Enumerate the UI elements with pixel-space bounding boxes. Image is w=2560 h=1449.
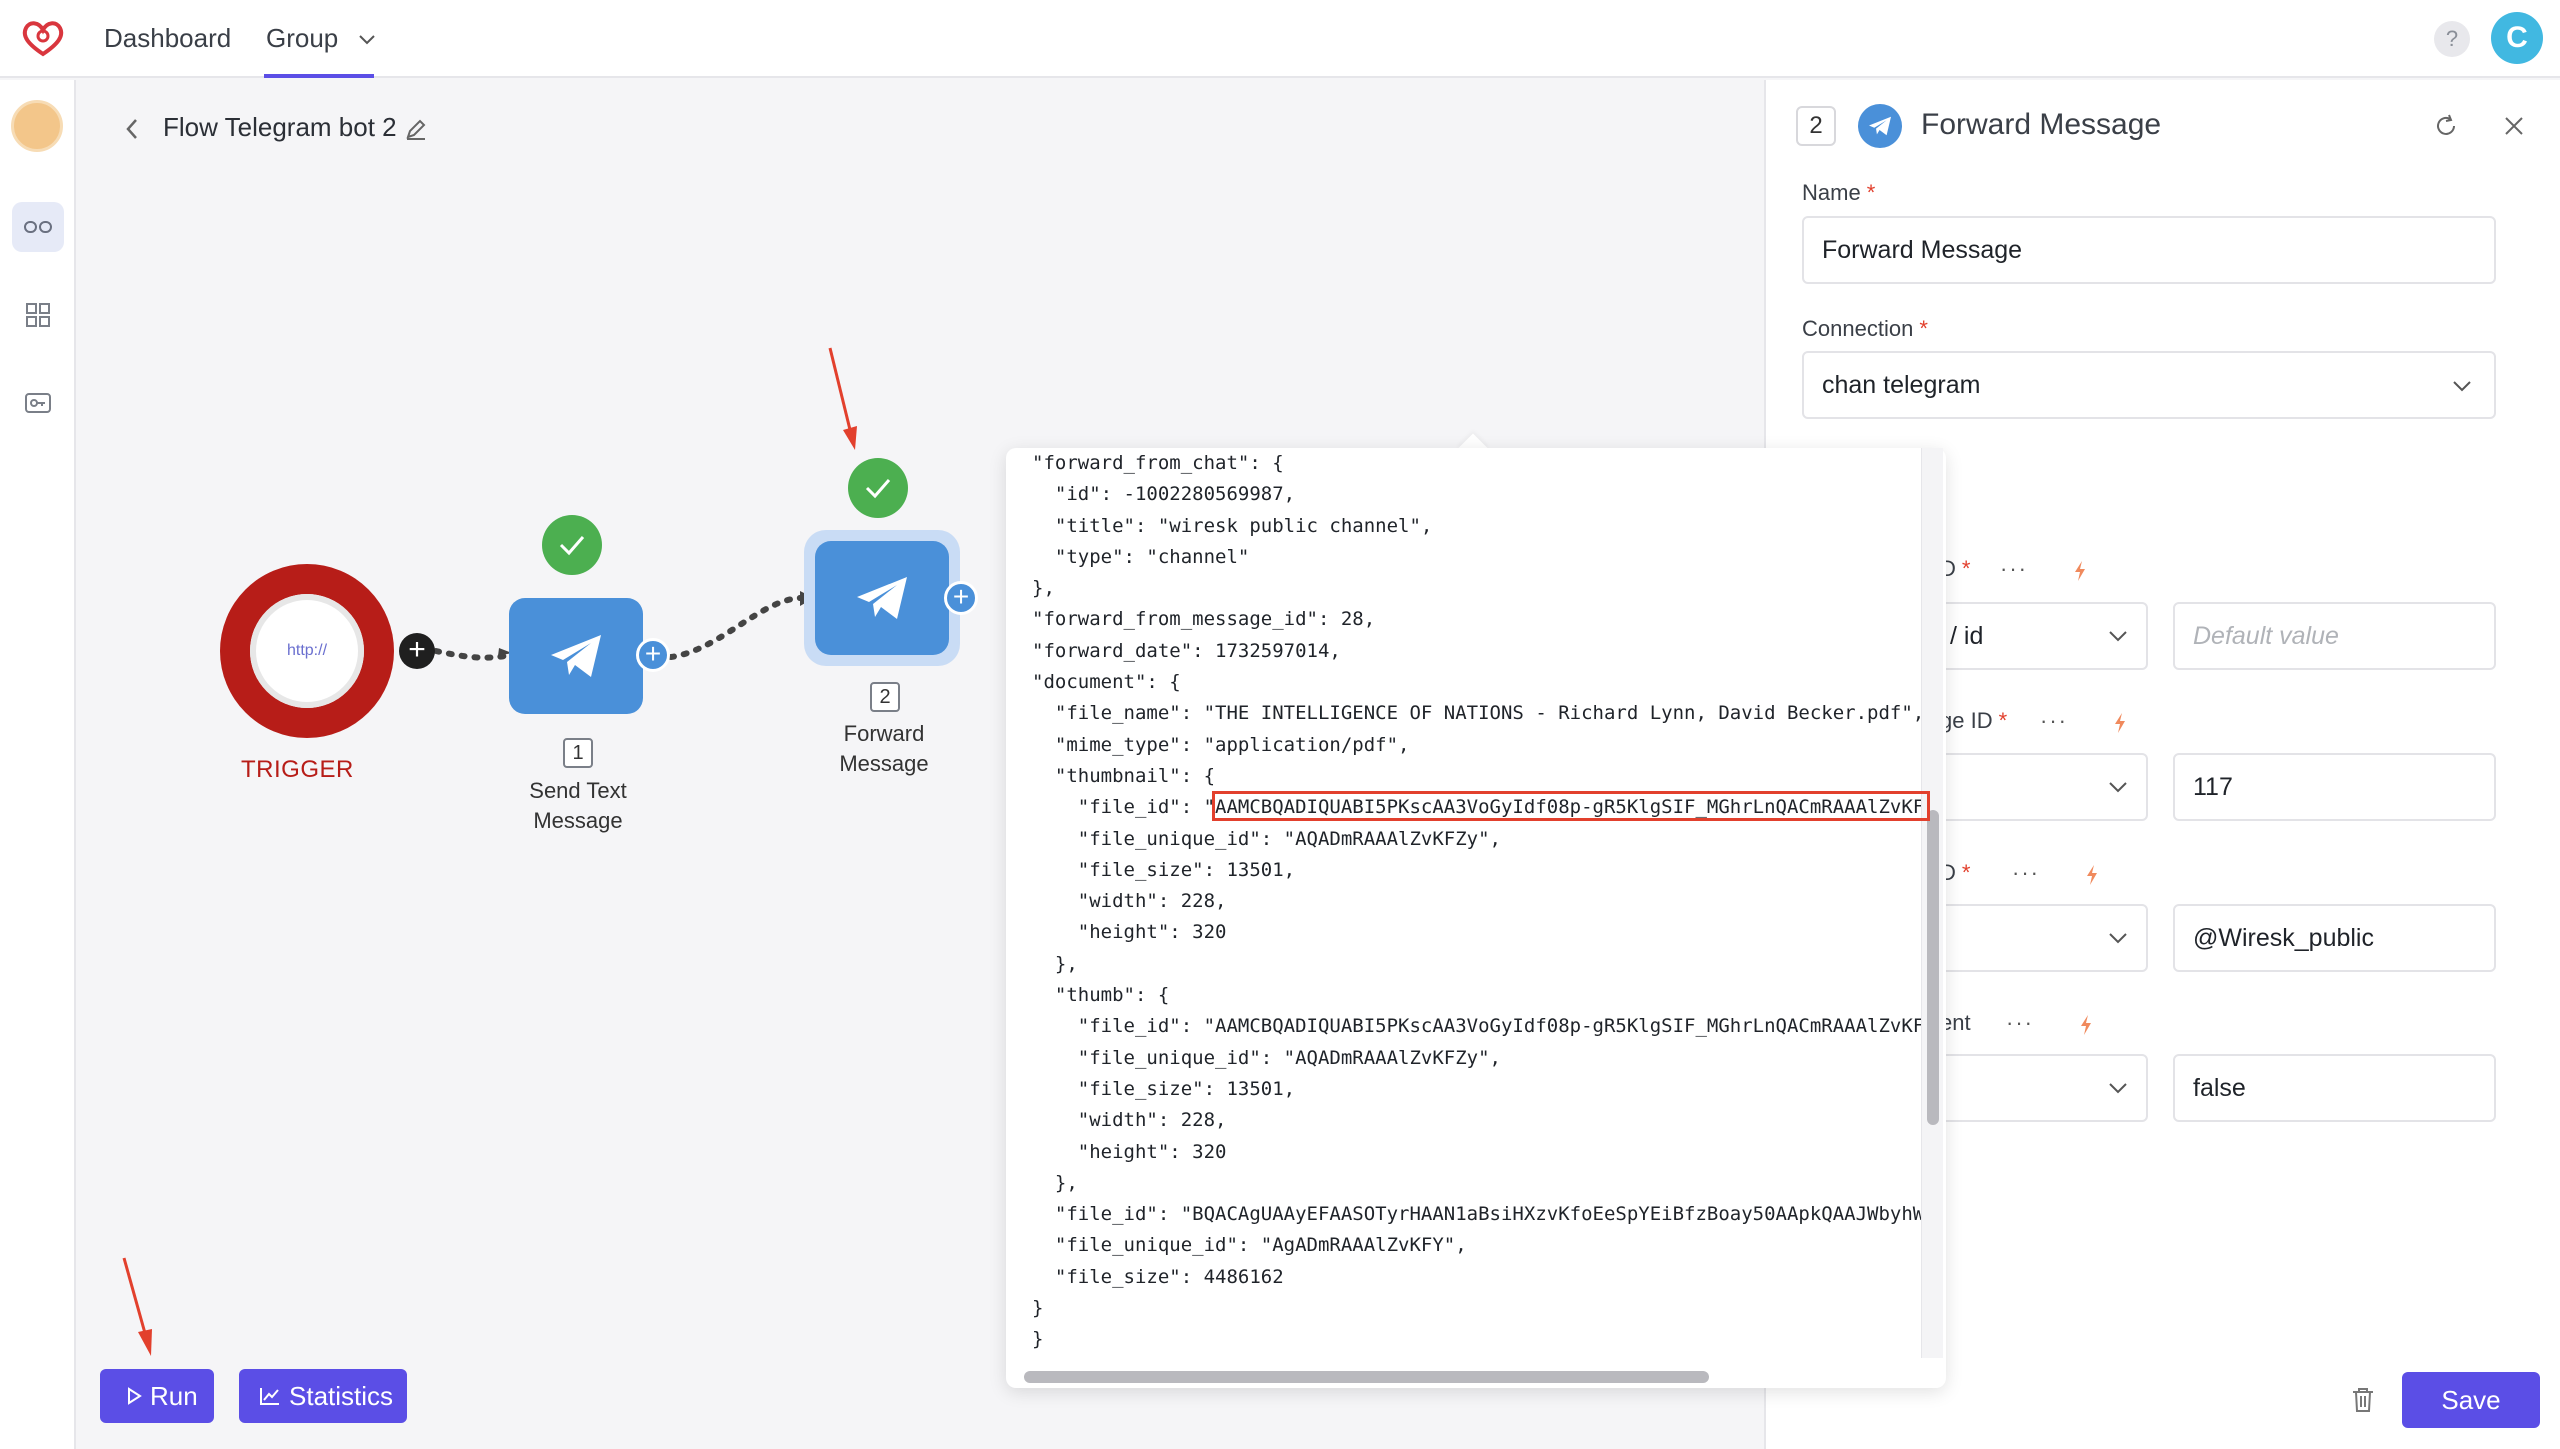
- field-row3-input[interactable]: @Wiresk_public: [2173, 904, 2496, 972]
- panel-title: Forward Message: [1921, 108, 2162, 141]
- nav-dashboard[interactable]: Dashboard: [104, 0, 231, 78]
- name-label-text: Name: [1802, 180, 1861, 205]
- trigger-label: TRIGGER: [241, 756, 354, 783]
- required-mark: *: [1961, 556, 1971, 581]
- node1-number-badge: 1: [563, 738, 593, 768]
- chart-icon: [259, 1386, 279, 1406]
- telegram-icon: [1858, 104, 1902, 148]
- chevron-down-icon: [2106, 926, 2130, 950]
- name-label: Name*: [1802, 180, 1875, 206]
- telegram-icon: [857, 577, 907, 619]
- chevron-down-icon: [2450, 374, 2474, 398]
- node2-label-line2: Message: [839, 751, 929, 776]
- key-icon[interactable]: [12, 378, 64, 428]
- back-arrow-icon[interactable]: [120, 114, 144, 144]
- file-id-highlight-annotation: [1212, 791, 1930, 821]
- node1-label-line2: Message: [533, 808, 623, 833]
- connection-label-text: Connection: [1802, 316, 1914, 341]
- nav-group-label: Group: [266, 23, 339, 53]
- more-options-icon[interactable]: ···: [2000, 556, 2028, 581]
- refresh-icon[interactable]: [2432, 112, 2460, 140]
- nav-dashboard-label: Dashboard: [104, 23, 232, 53]
- chevron-down-icon: [2106, 775, 2130, 799]
- connection-select[interactable]: chan telegram: [1802, 351, 2496, 419]
- node1-add-step-button[interactable]: +: [636, 638, 670, 672]
- nav-group[interactable]: Group: [266, 0, 376, 78]
- field-row4-input[interactable]: false: [2173, 1054, 2496, 1122]
- flow-title: Flow Telegram bot 2: [163, 112, 397, 142]
- field-row3-select[interactable]: [1930, 904, 2148, 972]
- apps-grid-icon[interactable]: [12, 290, 64, 340]
- node2-add-step-button[interactable]: +: [944, 581, 978, 615]
- json-output-text[interactable]: "forward_from_chat": { "id": -1002280569…: [1032, 452, 1932, 1351]
- node2-label: Forward Message: [814, 719, 954, 779]
- field-row2-label: ge ID*: [1940, 708, 2007, 734]
- trigger-add-step-button[interactable]: +: [399, 633, 435, 669]
- more-options-icon[interactable]: ···: [2040, 708, 2068, 733]
- name-input[interactable]: Forward Message: [1802, 216, 2496, 284]
- field-row1-select[interactable]: / id: [1930, 602, 2148, 670]
- active-tab-indicator: [264, 74, 374, 78]
- trigger-node[interactable]: http://: [220, 564, 394, 738]
- json-horizontal-scroll-thumb[interactable]: [1024, 1371, 1709, 1383]
- node1-label: Send Text Message: [506, 776, 650, 836]
- run-button-label: Run: [150, 1381, 198, 1411]
- node2-label-line1: Forward: [843, 721, 925, 746]
- field-row2-input[interactable]: 117: [2173, 753, 2496, 821]
- bolt-icon[interactable]: [2084, 864, 2100, 886]
- left-sidebar: [0, 80, 76, 1449]
- chevron-down-icon: [2106, 624, 2130, 648]
- chevron-down-icon: [358, 34, 376, 46]
- trigger-node-inner: http://: [250, 594, 364, 708]
- required-mark: *: [1961, 860, 1971, 885]
- app-logo-icon[interactable]: [18, 18, 68, 58]
- statistics-button[interactable]: Statistics: [239, 1369, 407, 1423]
- success-check-icon: [848, 458, 908, 518]
- save-button[interactable]: Save: [2402, 1372, 2540, 1428]
- success-check-icon: [542, 515, 602, 575]
- field-row2-select[interactable]: [1930, 753, 2148, 821]
- user-avatar[interactable]: C: [2491, 12, 2543, 64]
- chevron-down-icon: [2106, 1076, 2130, 1100]
- required-mark: *: [1866, 180, 1876, 205]
- node2-number-badge: 2: [870, 682, 900, 712]
- connection-label: Connection*: [1802, 316, 1928, 342]
- workspace-avatar[interactable]: [11, 100, 63, 152]
- send-text-message-node[interactable]: [509, 598, 643, 714]
- statistics-button-label: Statistics: [289, 1381, 394, 1411]
- required-mark: *: [1919, 316, 1928, 341]
- field-row2-label-text: ge ID: [1940, 708, 1993, 733]
- close-icon[interactable]: [2500, 112, 2528, 140]
- more-options-icon[interactable]: ···: [2012, 860, 2040, 885]
- run-button[interactable]: Run: [100, 1369, 214, 1423]
- help-icon[interactable]: ?: [2434, 21, 2470, 57]
- play-icon: [124, 1386, 144, 1406]
- top-navbar: Dashboard Group ? C: [0, 0, 2560, 78]
- field-row4-select[interactable]: [1930, 1054, 2148, 1122]
- bolt-icon[interactable]: [2112, 712, 2128, 734]
- bolt-icon[interactable]: [2072, 560, 2088, 582]
- field-row1-default-input[interactable]: Default value: [2173, 602, 2496, 670]
- telegram-icon: [551, 635, 601, 677]
- edit-pencil-icon[interactable]: [403, 116, 429, 142]
- more-options-icon[interactable]: ···: [2006, 1010, 2034, 1035]
- panel-step-number: 2: [1796, 106, 1836, 146]
- forward-message-node[interactable]: [815, 541, 949, 655]
- node1-label-line1: Send Text: [529, 778, 627, 803]
- trash-icon[interactable]: [2350, 1386, 2376, 1414]
- required-mark: *: [1998, 708, 2008, 733]
- json-output-popup[interactable]: "forward_from_chat": { "id": -1002280569…: [1006, 448, 1946, 1388]
- bolt-icon[interactable]: [2078, 1014, 2094, 1036]
- json-vertical-scroll-thumb[interactable]: [1927, 810, 1939, 1125]
- flows-icon[interactable]: [12, 202, 64, 252]
